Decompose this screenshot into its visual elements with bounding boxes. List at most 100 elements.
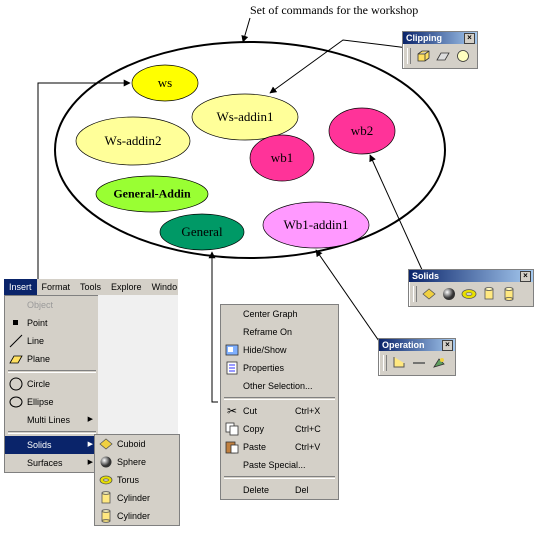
menu-item-shortcut: Ctrl+V: [295, 442, 321, 452]
sphere-icon[interactable]: [441, 286, 457, 302]
menu-item-label: Center Graph: [243, 309, 298, 319]
toolbar-grip[interactable]: [383, 355, 387, 371]
menu-item-object[interactable]: Object: [5, 296, 99, 314]
menu-item-ellipse[interactable]: Ellipse: [5, 393, 99, 411]
bubble-wb1-addin1: [262, 201, 370, 249]
operation-toolbar-title-text: Operation: [382, 340, 425, 350]
clipping-toolbar-title[interactable]: Clipping ×: [403, 32, 477, 44]
cylinder-icon[interactable]: [481, 286, 497, 302]
menu-item-label: Ellipse: [27, 397, 54, 407]
menu-item-surfaces[interactable]: Surfaces▶: [5, 454, 99, 472]
bubble-wb2: [328, 107, 396, 155]
point-icon: [9, 316, 23, 330]
menu-format[interactable]: Format: [41, 282, 71, 292]
menu-item-shortcut: Del: [295, 485, 309, 495]
submenu-item-torus[interactable]: Torus: [95, 471, 179, 489]
toolbar-grip[interactable]: [407, 48, 411, 64]
context-item-other-selection[interactable]: Other Selection...: [221, 377, 338, 395]
menu-item-solids[interactable]: Solids▶: [5, 436, 99, 454]
menu-item-shortcut: Ctrl+X: [295, 406, 321, 416]
bubble-label-ws-addin1: Ws-addin1: [216, 109, 274, 124]
menu-window[interactable]: Windo: [151, 282, 178, 292]
solids-close-button[interactable]: ×: [520, 271, 531, 282]
submenu-item-cylinder[interactable]: Cylinder: [95, 507, 179, 525]
operation-toolbar-title[interactable]: Operation ×: [379, 339, 455, 351]
menu-item-label: Cut: [243, 406, 258, 416]
menu-explore[interactable]: Explore: [111, 282, 142, 292]
clipping-close-button[interactable]: ×: [464, 33, 475, 44]
context-item-reframe-on[interactable]: Reframe On: [221, 323, 338, 341]
solids-toolbar-title-text: Solids: [412, 271, 440, 281]
context-item-hide-show[interactable]: Hide/Show: [221, 341, 338, 359]
torus-icon: [99, 473, 113, 487]
clipping-box-icon[interactable]: [415, 48, 431, 64]
bubble-label-wb2: wb2: [350, 123, 374, 138]
submenu-item-cuboid[interactable]: Cuboid: [95, 435, 179, 453]
torus-icon[interactable]: [461, 286, 477, 302]
menu-item-label: Cylinder: [117, 493, 151, 503]
operation-close-button[interactable]: ×: [442, 340, 453, 351]
cylinder-icon[interactable]: [501, 286, 517, 302]
menu-item-label: Multi Lines: [27, 415, 71, 425]
hide-show-icon: [225, 343, 239, 357]
paint-icon[interactable]: [431, 355, 447, 371]
submenu-item-cylinder[interactable]: Cylinder: [95, 489, 179, 507]
menu-item-point[interactable]: Point: [5, 314, 99, 332]
menu-item-label: Cuboid: [117, 439, 146, 449]
solids-toolbar-title[interactable]: Solids ×: [409, 270, 533, 282]
menu-item-multi-lines[interactable]: Multi Lines ▶: [5, 411, 99, 429]
menu-item-label: Copy: [243, 424, 265, 434]
menu-item-circle[interactable]: Circle: [5, 375, 99, 393]
bubble-label-general-addin: General-Addin: [113, 186, 191, 201]
menu-item-plane[interactable]: Plane: [5, 350, 99, 368]
menu-item-line[interactable]: Line: [5, 332, 99, 350]
menu-backdrop: [98, 295, 178, 435]
clipping-toolbar-title-text: Clipping: [406, 33, 442, 43]
submenu-item-sphere[interactable]: Sphere: [95, 453, 179, 471]
insert-menu: Object Point Line Plane Circle Ellipse M…: [4, 295, 100, 473]
menu-tools[interactable]: Tools: [80, 282, 102, 292]
menu-item-label: Cylinder: [117, 511, 151, 521]
toolbar-grip[interactable]: [413, 286, 417, 302]
circle-icon: [9, 377, 23, 391]
line-icon[interactable]: [411, 355, 427, 371]
menu-item-label: Plane: [27, 354, 51, 364]
solids-toolbar: Solids ×: [408, 269, 534, 307]
clipping-plane-icon[interactable]: [435, 48, 451, 64]
connector-operation-wb1-addin1: [315, 249, 389, 355]
menu-item-label: Paste Special...: [243, 460, 306, 470]
menu-item-label: Solids: [27, 440, 52, 450]
bubble-label-general: General: [181, 224, 223, 239]
context-item-center-graph[interactable]: Center Graph: [221, 305, 338, 323]
bubble-general: [159, 213, 245, 251]
menu-separator: [8, 370, 96, 373]
copy-icon: [225, 422, 239, 436]
submenu-arrow-icon: ▶: [87, 416, 93, 423]
context-item-paste-special[interactable]: Paste Special...: [221, 456, 338, 474]
menu-insert[interactable]: Insert: [4, 279, 37, 295]
context-menu: Center Graph Reframe On Hide/Show Proper…: [220, 304, 339, 500]
properties-icon: [225, 361, 239, 375]
operation-toolbar: Operation ×: [378, 338, 456, 376]
bubble-general-addin: [95, 175, 209, 213]
cuboid-icon[interactable]: [421, 286, 437, 302]
menu-item-label: Hide/Show: [243, 345, 287, 355]
menu-item-label: Point: [27, 318, 48, 328]
clipping-sphere-icon[interactable]: [455, 48, 471, 64]
cylinder-icon: [99, 491, 113, 505]
menu-item-label: Object: [27, 300, 54, 310]
solids-submenu: Cuboid Sphere Torus Cylinder Cylinder: [94, 434, 180, 526]
context-item-properties[interactable]: Properties: [221, 359, 338, 377]
menu-item-label: Sphere: [117, 457, 147, 467]
menu-item-label: Reframe On: [243, 327, 293, 337]
bubble-label-wb1-addin1: Wb1-addin1: [283, 217, 349, 232]
cut-icon[interactable]: [391, 355, 407, 371]
cuboid-icon: [99, 437, 113, 451]
cylinder-icon: [99, 509, 113, 523]
connector-ws-insert: [37, 79, 131, 280]
